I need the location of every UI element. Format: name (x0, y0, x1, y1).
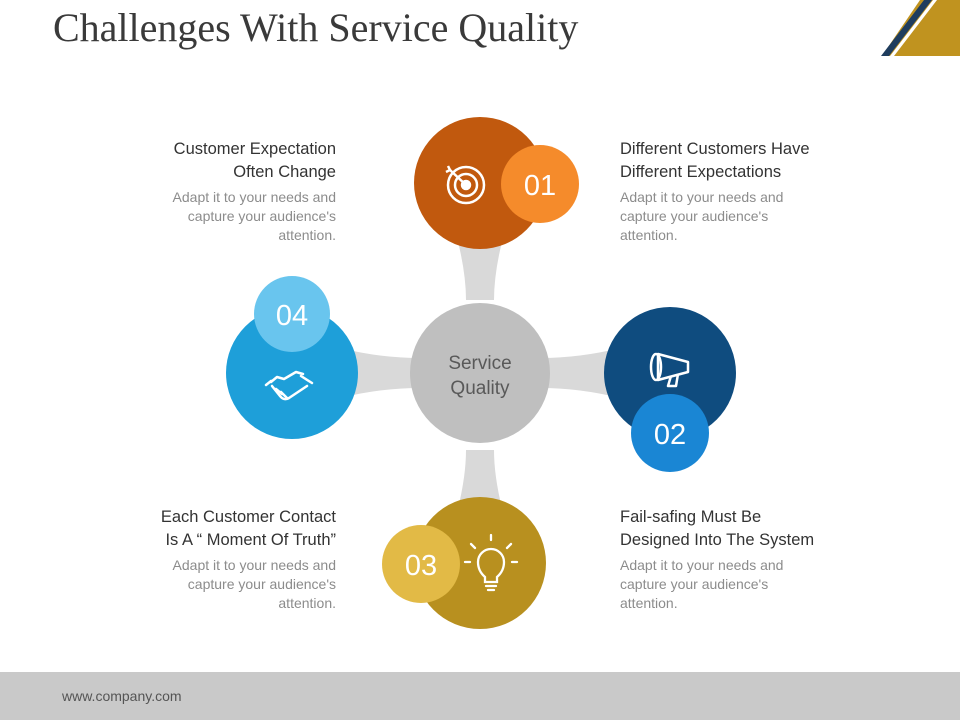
node-03-number: 03 (405, 550, 437, 582)
block-heading: Each Customer Contact Is A “ Moment Of T… (120, 506, 336, 552)
center-label-line1: Service (448, 353, 511, 374)
body-line: Adapt it to your needs and (172, 189, 336, 205)
body-line: attention. (620, 227, 678, 243)
connector-horizontal (340, 348, 620, 398)
corner-white-stripe (890, 0, 937, 56)
service-quality-diagram: Service Quality 01 02 03 (226, 117, 736, 629)
center-hub (410, 303, 550, 443)
node-01-number: 01 (524, 170, 556, 202)
heading-line: Different Expectations (620, 163, 782, 181)
center-label-line2: Quality (450, 378, 510, 399)
block-heading: Fail-safing Must Be Designed Into The Sy… (620, 506, 860, 552)
handshake-icon (264, 370, 314, 401)
text-block-moment-of-truth: Each Customer Contact Is A “ Moment Of T… (120, 506, 336, 613)
node-01-badge (501, 145, 579, 223)
heading-line: Fail-safing Must Be (620, 508, 762, 526)
body-line: capture your audience's (620, 576, 769, 592)
heading-line: Often Change (233, 163, 336, 181)
connector-vertical (455, 230, 505, 520)
body-line: Adapt it to your needs and (620, 557, 784, 573)
heading-line: Different Customers Have (620, 140, 810, 158)
block-heading: Different Customers Have Different Expec… (620, 138, 860, 184)
text-block-different-customers: Different Customers Have Different Expec… (620, 138, 860, 245)
body-line: Adapt it to your needs and (172, 557, 336, 573)
block-body: Adapt it to your needs and capture your … (120, 188, 336, 245)
text-block-customer-expectation: Customer Expectation Often Change Adapt … (120, 138, 336, 245)
heading-line: Customer Expectation (173, 140, 336, 158)
heading-line: Is A “ Moment Of Truth” (165, 531, 336, 549)
node-02-badge (631, 394, 709, 472)
node-04-number: 04 (276, 300, 308, 332)
body-line: capture your audience's (187, 576, 336, 592)
heading-line: Designed Into The System (620, 531, 815, 549)
body-line: attention. (278, 595, 336, 611)
lightbulb-icon (463, 533, 519, 592)
block-heading: Customer Expectation Often Change (120, 138, 336, 184)
body-line: attention. (278, 227, 336, 243)
corner-decoration (881, 0, 960, 56)
body-line: capture your audience's (187, 208, 336, 224)
hub-connectors (340, 230, 620, 520)
target-icon (445, 165, 486, 205)
text-block-fail-safing: Fail-safing Must Be Designed Into The Sy… (620, 506, 860, 613)
node-04-badge (254, 276, 330, 352)
block-body: Adapt it to your needs and capture your … (120, 556, 336, 613)
node-02-number: 02 (654, 419, 686, 451)
node-03-badge (382, 525, 460, 603)
body-line: capture your audience's (620, 208, 769, 224)
corner-navy-stripe (881, 0, 932, 56)
block-body: Adapt it to your needs and capture your … (620, 556, 860, 613)
body-line: attention. (620, 595, 678, 611)
footer-url: www.company.com (62, 688, 182, 704)
footer-bar: www.company.com (0, 672, 960, 720)
body-line: Adapt it to your needs and (620, 189, 784, 205)
node-01-circle (414, 117, 546, 249)
heading-line: Each Customer Contact (160, 508, 336, 526)
block-body: Adapt it to your needs and capture your … (620, 188, 860, 245)
node-02-circle (604, 307, 736, 439)
slide-title: Challenges With Service Quality (53, 5, 579, 50)
node-03-circle (414, 497, 546, 629)
megaphone-icon (649, 352, 690, 388)
